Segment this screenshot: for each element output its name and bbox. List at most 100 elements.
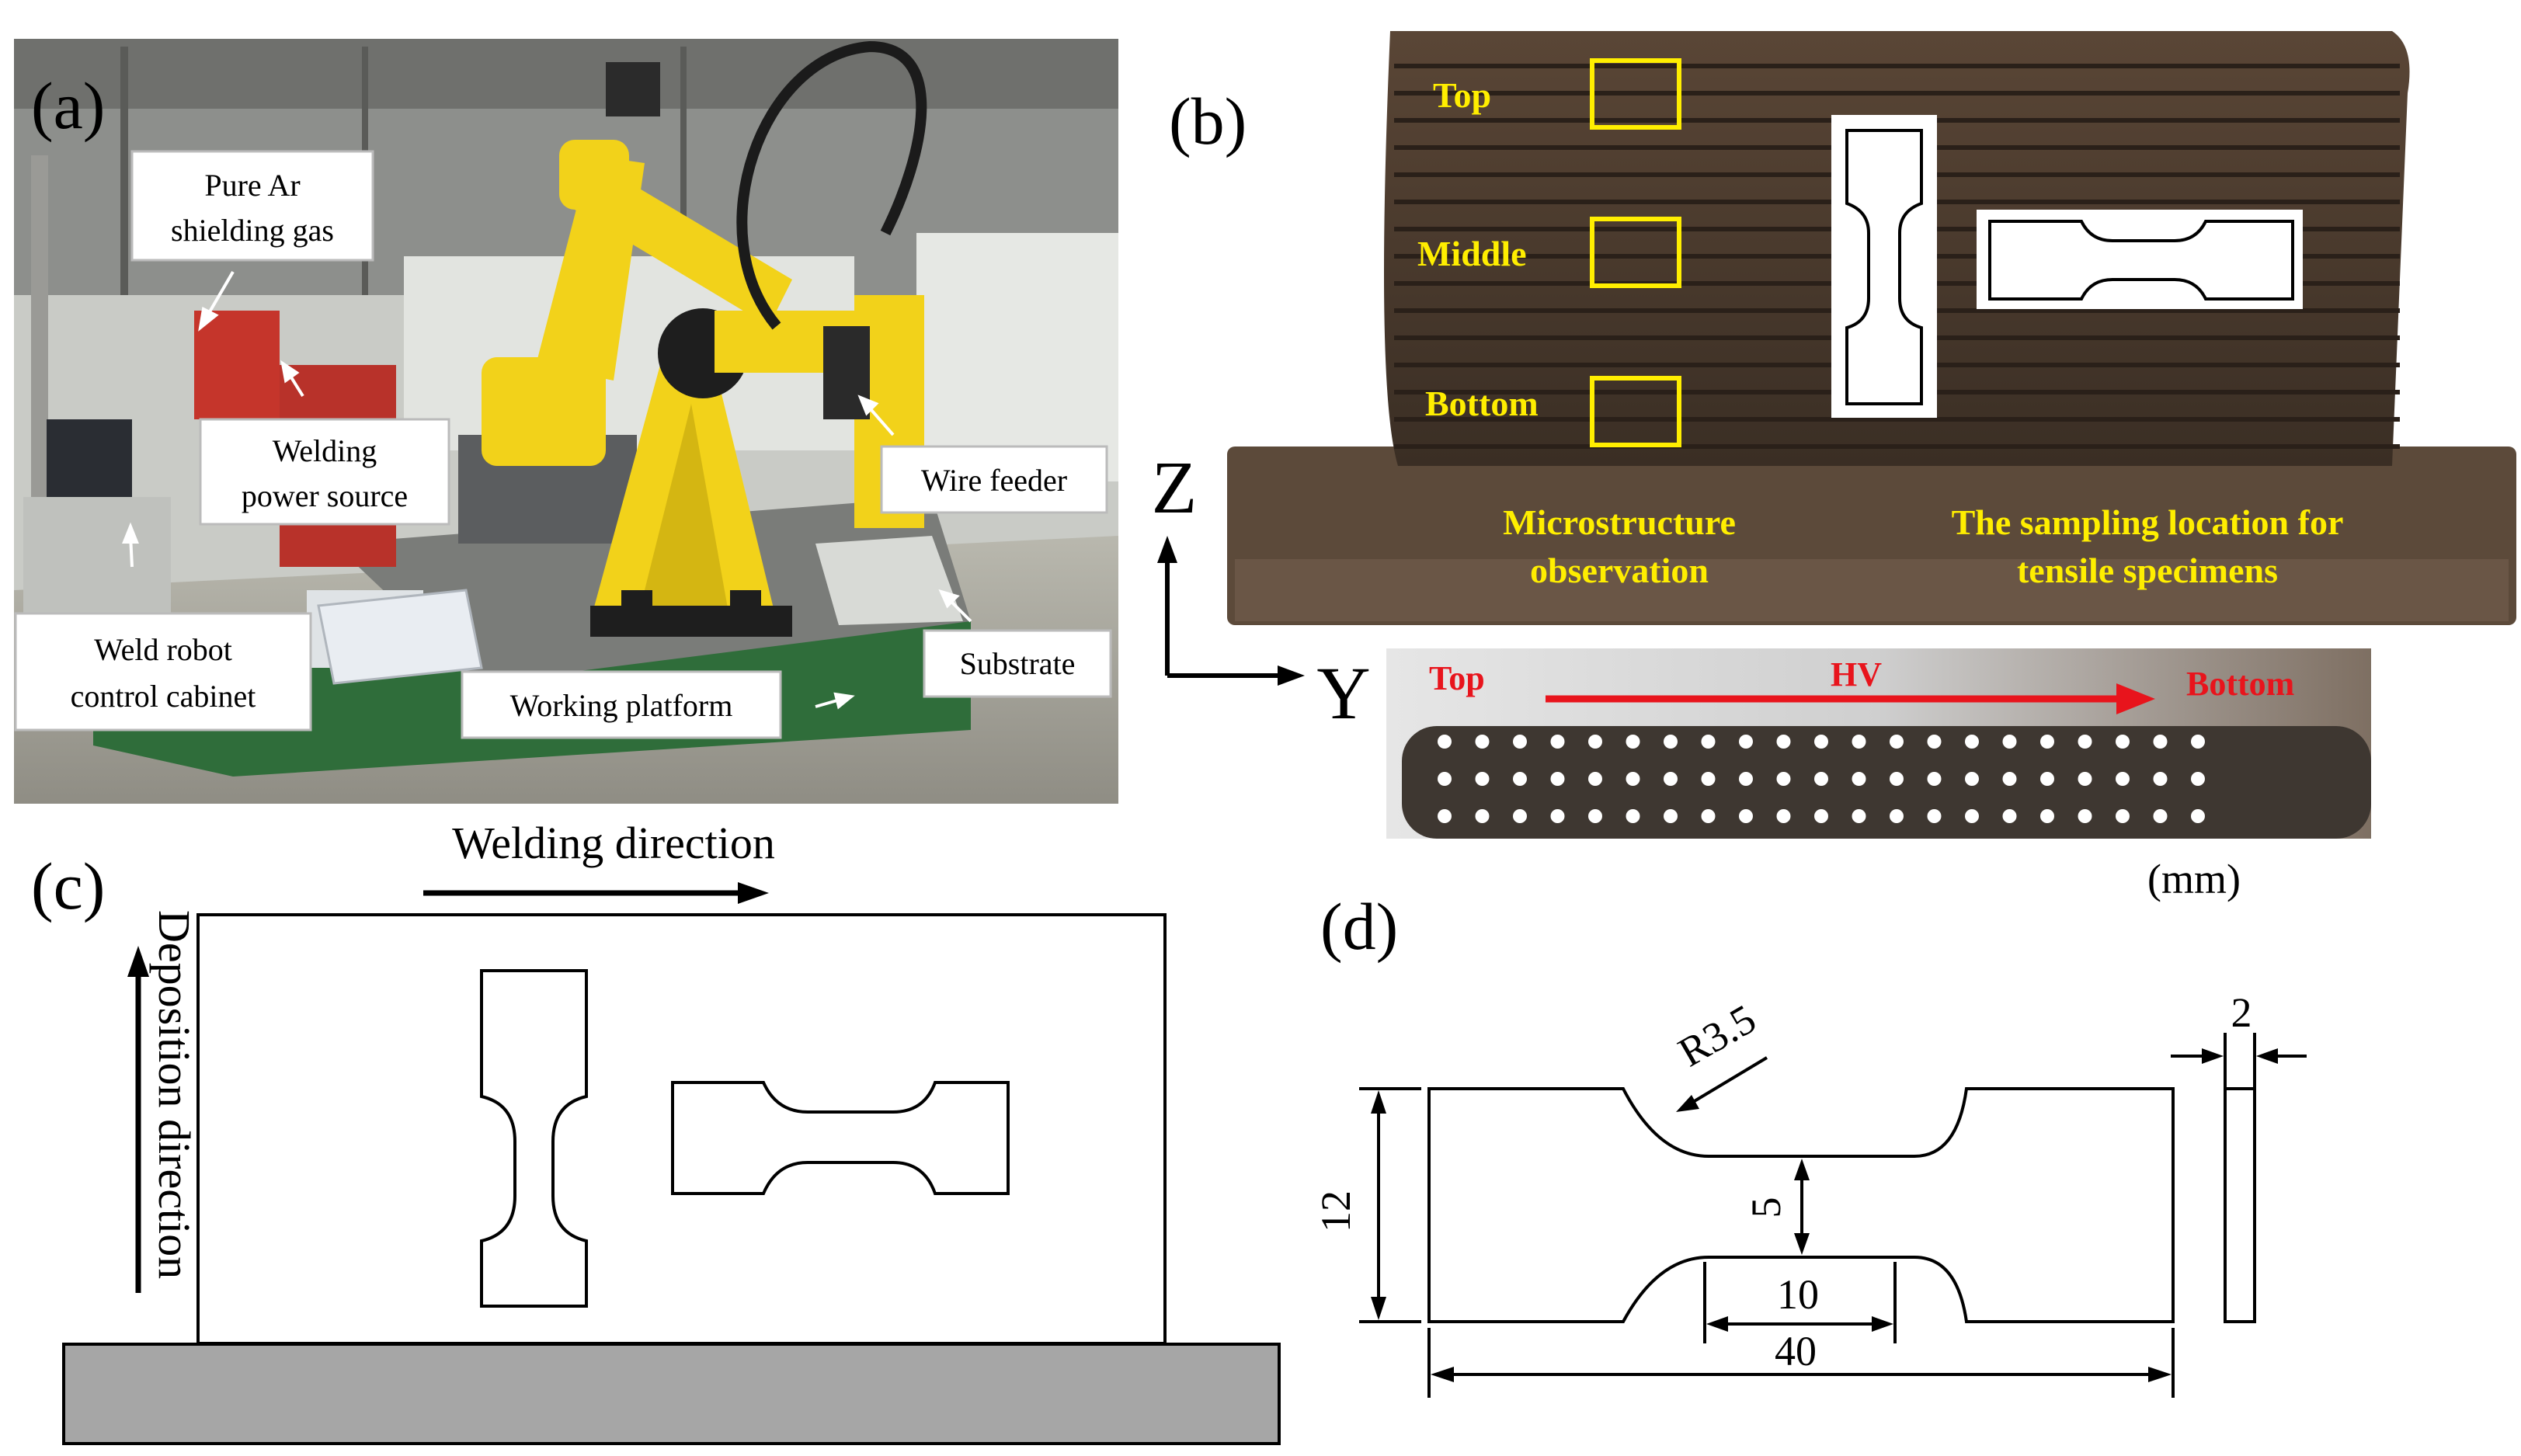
hv-indent-dot <box>2078 735 2092 749</box>
panel-d-letter: (d) <box>1320 889 1398 964</box>
hv-indent-dot <box>1965 772 1979 786</box>
hv-indent-dot <box>1513 809 1527 823</box>
hv-indent-dot <box>1927 735 1942 749</box>
vertical-specimen-overlay <box>1831 115 1937 418</box>
hv-indent-dot <box>1927 772 1942 786</box>
dimension-lines <box>1359 1033 2307 1398</box>
hv-from-label: Top <box>1429 659 1485 697</box>
panel-b: (b) Top Middle Bottom <box>1152 31 2516 839</box>
hv-indent-dot <box>1739 735 1753 749</box>
hv-indent-dot <box>1965 735 1979 749</box>
observation-box-middle <box>1590 217 1681 288</box>
tensile-label-line1: The sampling location for <box>1952 502 2344 542</box>
cabinet-label-line1: Weld robot <box>94 632 232 667</box>
hv-indent-dot <box>1852 809 1866 823</box>
hv-indent-dot <box>1550 735 1565 749</box>
hv-indent-dot <box>1739 809 1753 823</box>
horizontal-tensile-specimen <box>671 1081 1010 1195</box>
dim-total-length-label: 40 <box>1775 1328 1817 1374</box>
hv-indent-dot <box>2078 772 2092 786</box>
hv-indent-dot <box>1852 772 1866 786</box>
hv-indent-dot <box>2191 735 2205 749</box>
unit-label: (mm) <box>2147 856 2241 902</box>
photo-arrows <box>122 270 972 710</box>
hv-indent-dot <box>1513 772 1527 786</box>
position-label-middle: Middle <box>1417 234 1527 273</box>
dim-gauge-width-label: 5 <box>1743 1197 1789 1218</box>
hv-indent-dot <box>1588 809 1602 823</box>
panel-b-letter: (b) <box>1169 84 1247 158</box>
hv-indent-dot <box>1890 809 1904 823</box>
label-substrate: Substrate <box>923 629 1112 698</box>
panel-d: (d) (mm) <box>1313 856 2307 1398</box>
hv-indent-dot <box>1438 772 1452 786</box>
hv-indent-dot <box>1475 772 1490 786</box>
hv-indent-dot <box>2002 735 2017 749</box>
hardness-sample: Top HV Bottom <box>1386 648 2371 839</box>
label-power-source: Welding power source <box>199 418 450 526</box>
hv-indent-dot <box>1814 809 1828 823</box>
hv-indent-dot <box>2153 735 2168 749</box>
microstructure-label-line2: observation <box>1530 551 1709 590</box>
hv-indent-dot <box>1626 735 1640 749</box>
panel-a-letter: (a) <box>31 68 105 143</box>
panel-c-letter: (c) <box>31 849 105 923</box>
hv-indent-dot <box>2191 772 2205 786</box>
hv-indent-dot <box>2040 772 2054 786</box>
label-wire-feeder: Wire feeder <box>880 445 1108 514</box>
hv-to-label: Bottom <box>2186 665 2294 703</box>
power-label-line1: Welding <box>273 433 377 468</box>
hv-indent-dot <box>2153 809 2168 823</box>
position-label-top: Top <box>1433 75 1491 115</box>
hv-indent-dot <box>1626 772 1640 786</box>
hv-indent-dot <box>1513 735 1527 749</box>
wire-feeder-label: Wire feeder <box>921 463 1067 498</box>
tensile-label-line2: tensile specimens <box>2017 551 2278 590</box>
hv-indent-dot <box>1550 772 1565 786</box>
dim-radius-label: R3.5 <box>1671 996 1764 1076</box>
hv-indent-dot <box>1776 735 1791 749</box>
hv-indent-dot <box>1965 809 1979 823</box>
hv-indent-dot <box>1852 735 1866 749</box>
hv-indent-dot <box>1475 735 1490 749</box>
hv-indent-dot <box>2116 772 2130 786</box>
gas-label-line1: Pure Ar <box>204 168 300 203</box>
hv-indent-dot <box>2116 809 2130 823</box>
hv-indent-dot <box>2002 809 2017 823</box>
hv-indent-dot <box>1701 735 1716 749</box>
hv-label: HV <box>1831 655 1882 693</box>
observation-box-top <box>1590 58 1681 130</box>
power-label-line2: power source <box>242 478 408 513</box>
vertical-tensile-specimen <box>480 969 588 1308</box>
deposition-direction-label: Deposition direction <box>149 910 200 1279</box>
horizontal-specimen-overlay <box>1977 210 2303 309</box>
hv-indent-dot <box>1588 772 1602 786</box>
specimen-side-view <box>2224 1087 2256 1323</box>
microstructure-label-line1: Microstructure <box>1503 502 1736 542</box>
hv-indent-dot <box>1438 809 1452 823</box>
hv-indent-dot <box>1626 809 1640 823</box>
dim-gauge-length-label: 10 <box>1777 1271 1819 1318</box>
hv-indent-dot <box>1890 735 1904 749</box>
hv-indent-dot <box>2040 735 2054 749</box>
hv-indent-dot <box>1927 809 1942 823</box>
dimension-arrowheads <box>1371 1048 2278 1382</box>
hv-indent-dot <box>1701 809 1716 823</box>
cabinet-label-line2: control cabinet <box>71 679 256 714</box>
hv-indent-dot <box>1438 735 1452 749</box>
hv-indent-dot <box>1776 772 1791 786</box>
panel-a: Pure Ar shielding gas Welding power sour… <box>14 39 1118 804</box>
hv-indent-dot <box>1814 735 1828 749</box>
workshop-photo <box>14 39 1118 804</box>
hv-indent-dot <box>1701 772 1716 786</box>
dim-thickness-label: 2 <box>2231 989 2252 1036</box>
hv-indent-dot <box>1588 735 1602 749</box>
hv-indent-dot <box>2116 735 2130 749</box>
hv-indent-dot <box>1890 772 1904 786</box>
hv-indent-dot <box>1664 735 1678 749</box>
label-gas: Pure Ar shielding gas <box>130 150 374 262</box>
position-label-bottom: Bottom <box>1425 384 1539 423</box>
hv-indent-dot <box>1664 809 1678 823</box>
label-platform: Working platform <box>461 670 782 739</box>
